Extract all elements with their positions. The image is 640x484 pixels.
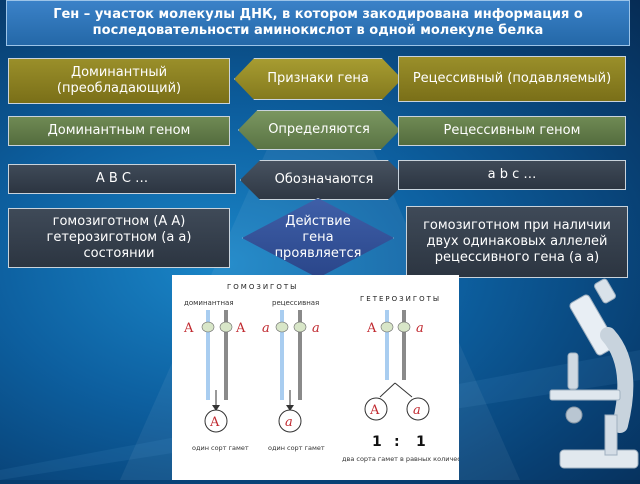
gamete — [204, 409, 228, 433]
recessive-gene-box: Рецессивным геном — [398, 116, 626, 146]
gamete-caption-dominant: один сорт гамет — [192, 444, 249, 452]
ratio-right: 1 — [416, 434, 426, 450]
page-title: Ген – участок молекулы ДНК, в котором за… — [6, 0, 630, 46]
chromosome — [402, 310, 406, 380]
gamete — [406, 397, 430, 421]
allele-label: a — [416, 321, 424, 336]
allele-label: a — [312, 321, 320, 336]
allele-label: A — [183, 321, 194, 336]
allele-label: A — [235, 321, 246, 336]
gene-traits-label: Признаки гена — [234, 58, 402, 100]
gamete-arrowhead — [286, 405, 294, 411]
homozygote-title: ГОМОЗИГОТЫ — [227, 283, 298, 291]
allele-label: a — [413, 403, 421, 418]
allele-label: a — [285, 415, 293, 430]
gamete-arrow — [394, 382, 413, 398]
centromere — [380, 321, 394, 333]
zygosity-figure: ГОМОЗИГОТЫ ГЕТЕРОЗИГОТЫ доминантная реце… — [172, 275, 476, 480]
chromosome — [206, 310, 210, 400]
gamete-caption-heterozygote: два сорта гамет в равных количествах — [342, 455, 459, 463]
dominant-notation-box: А В С … — [8, 164, 236, 194]
determined-label: Определяются — [238, 110, 400, 150]
recessive-notation-box: a b c … — [398, 160, 626, 190]
zygosity-diagram: ГОМОЗИГОТЫ ГЕТЕРОЗИГОТЫ доминантная реце… — [183, 283, 476, 463]
centromere — [275, 321, 289, 333]
recessive-box: Рецессивный (подавляемый) — [398, 56, 626, 102]
gamete-caption-recessive: один сорт гамет — [268, 444, 325, 452]
centromere — [397, 321, 411, 333]
chromosome — [298, 310, 302, 400]
gamete — [278, 409, 302, 433]
dominant-caption: доминантная — [184, 299, 234, 307]
chromosome — [385, 310, 389, 380]
ratio-left: 1 — [372, 434, 382, 450]
ratio-separator: : — [394, 434, 400, 450]
dominant-action-box: гомозиготном (А А) гетерозиготном (а а) … — [8, 208, 230, 268]
centromere — [219, 321, 233, 333]
chromosome — [224, 310, 228, 400]
allele-label: a — [262, 321, 270, 336]
gamete-arrowhead — [212, 405, 220, 411]
centromere — [201, 321, 215, 333]
allele-label: A — [366, 321, 377, 336]
allele-label: A — [369, 403, 380, 418]
centromere — [293, 321, 307, 333]
heterozygote-title: ГЕТЕРОЗИГОТЫ — [360, 295, 441, 303]
recessive-caption: рецессивная — [272, 299, 319, 307]
denoted-label: Обозначаются — [240, 160, 408, 200]
microscope-illustration — [549, 278, 639, 469]
dominant-box: Доминантный (преобладающий) — [8, 58, 230, 104]
recessive-action-box: гомозиготном при наличии двух одинаковых… — [406, 206, 628, 278]
allele-label: A — [209, 415, 220, 430]
gamete — [364, 397, 388, 421]
dominant-gene-box: Доминантным геном — [8, 116, 230, 146]
gamete-arrow — [379, 382, 396, 398]
chromosome — [280, 310, 284, 400]
